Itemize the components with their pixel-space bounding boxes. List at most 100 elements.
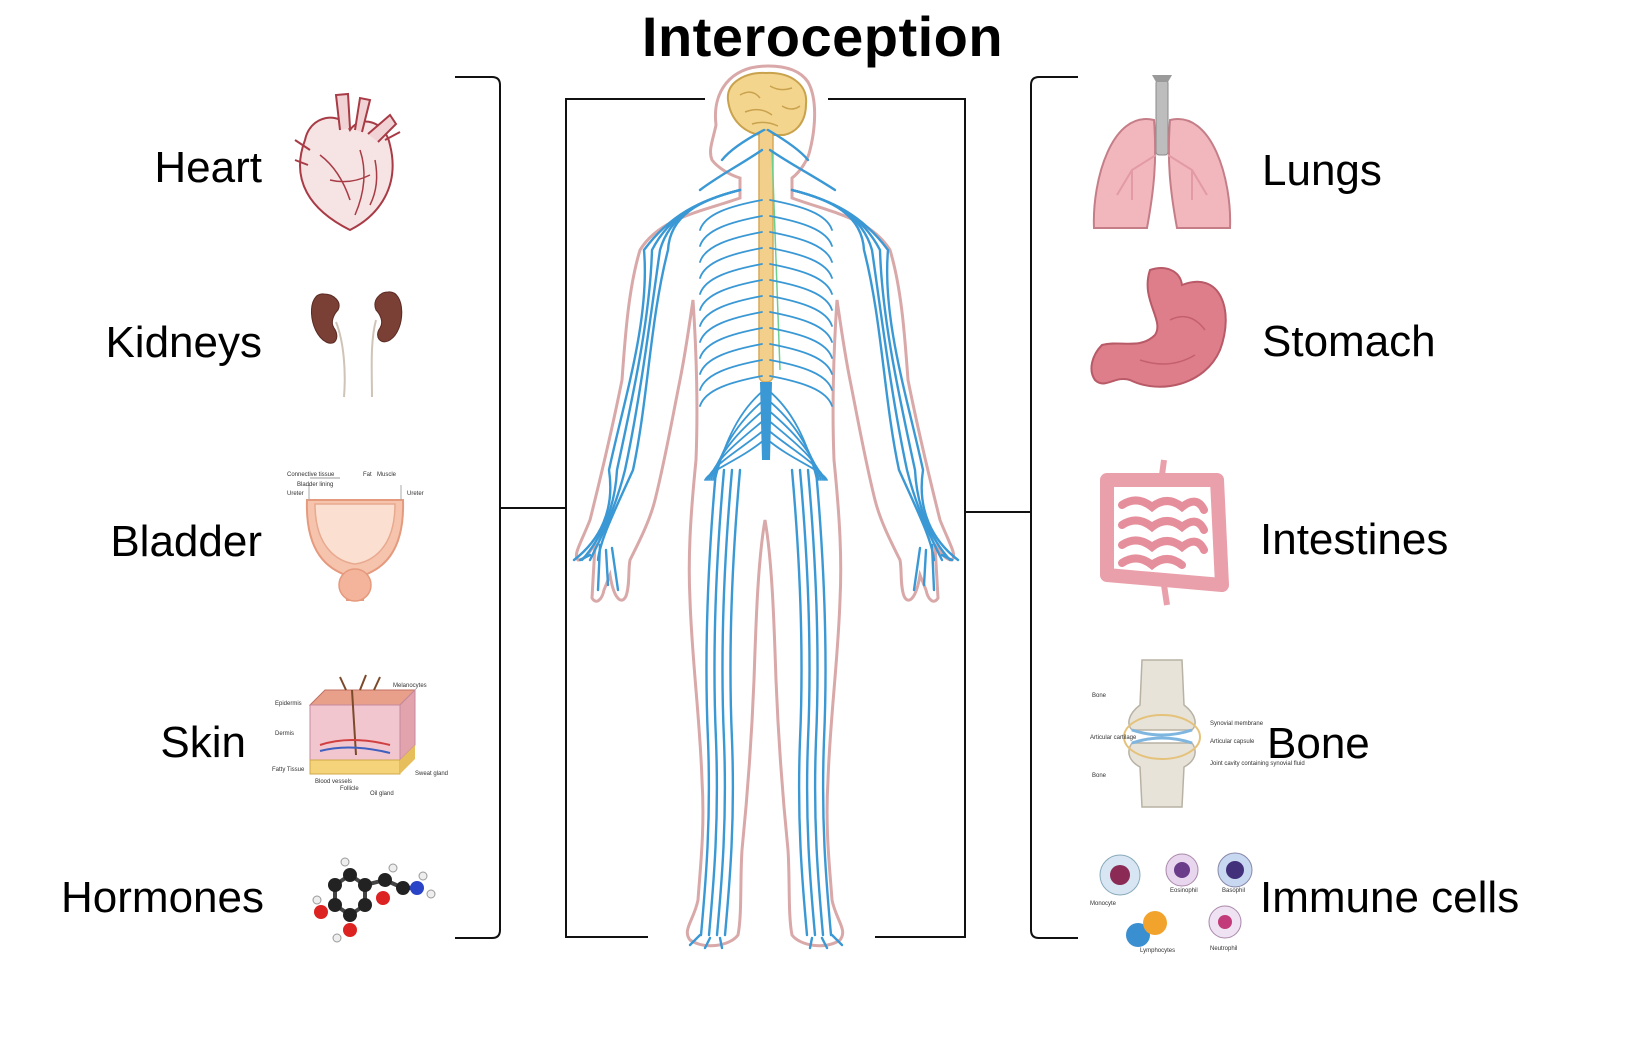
bladder-label-connective-tissue: Connective tissue — [287, 472, 335, 478]
label-intestines: Intestines — [1260, 515, 1449, 564]
skin-label-blood-vessels: Blood vessels — [315, 779, 352, 785]
cell-label-neutrophil: Neutrophil — [1210, 946, 1237, 952]
nerve-path — [769, 231, 833, 263]
nerve-path — [767, 439, 828, 481]
nerve-path — [703, 936, 712, 950]
immune-cells-icon: Monocyte Eosinophil Basophil Lymphocytes… — [1090, 852, 1253, 954]
nerve-path — [699, 327, 763, 359]
nerve-path — [798, 468, 817, 937]
label-bone: Bone — [1267, 719, 1370, 768]
bladder-label-muscle: Muscle — [377, 472, 397, 478]
bladder-icon: Connective tissue Fat Muscle Bladder lin… — [287, 472, 424, 602]
label-lungs: Lungs — [1262, 146, 1382, 195]
nerve-path — [596, 188, 742, 562]
bladder-label-fat: Fat — [363, 472, 372, 478]
nerve-path — [808, 936, 814, 950]
nerve-path — [767, 389, 818, 481]
nerve-path — [769, 295, 833, 327]
nerve-path — [922, 548, 928, 587]
nerve-path — [699, 215, 763, 247]
nerve-path — [604, 548, 610, 587]
nervous-system-figure — [572, 64, 960, 950]
nerve-path — [766, 128, 810, 162]
nerve-path — [940, 553, 954, 562]
nerve-path — [814, 468, 833, 937]
kidneys-icon — [311, 291, 403, 398]
bone-label-bone-bottom: Bone — [1092, 773, 1107, 779]
skin-label-fatty-tissue: Fatty Tissue — [272, 767, 305, 773]
brain — [726, 71, 808, 136]
nerve-path — [578, 553, 592, 562]
nerve-path — [930, 543, 936, 592]
nerve-path — [596, 543, 602, 592]
nerve-path — [790, 188, 960, 562]
cell-label-basophil: Basophil — [1222, 888, 1245, 894]
nerve-path — [769, 311, 833, 343]
nerve-path — [790, 188, 936, 562]
nerve-path — [806, 468, 825, 937]
lymphocyte-cell-2 — [1143, 911, 1167, 935]
nerve-path — [769, 359, 833, 391]
nerve-path — [688, 933, 702, 947]
stomach-icon — [1090, 267, 1227, 388]
nerve-path — [698, 148, 764, 192]
bone-label-joint-cavity: Joint cavity containing synovial fluid — [1210, 761, 1305, 767]
bone-label-capsule: Articular capsule — [1210, 739, 1255, 745]
intestines-icon — [1100, 459, 1229, 606]
nerve-path — [720, 128, 766, 162]
diagram-title: Interoception — [641, 5, 1004, 68]
label-heart: Heart — [154, 143, 262, 192]
right-bracket — [965, 76, 1078, 939]
label-hormones: Hormones — [61, 873, 264, 922]
nerve-path — [714, 389, 765, 481]
nerve-path — [820, 936, 829, 950]
nerve-path — [699, 231, 763, 263]
label-immune-cells: Immune cells — [1260, 873, 1520, 922]
skin-label-follicle: Follicle — [340, 786, 359, 792]
left-bracket — [455, 76, 565, 939]
center-frame — [565, 98, 966, 938]
nerve-path — [572, 188, 742, 562]
cell-label-lymphocytes: Lymphocytes — [1140, 948, 1175, 954]
nerve-path — [769, 263, 833, 295]
nerve-path — [699, 375, 763, 407]
lymphocyte-cell — [1126, 923, 1150, 947]
skin-label-oil-gland: Oil gland — [370, 791, 394, 797]
nerve-path — [699, 199, 763, 231]
skin-label-epidermis: Epidermis — [275, 701, 302, 707]
bone-joint-icon: Bone Articular cartilage Bone Synovial m… — [1090, 659, 1305, 808]
nerve-path — [723, 468, 742, 937]
bladder-label-ureter-left: Ureter — [287, 491, 304, 497]
nerve-path — [769, 279, 833, 311]
heart-icon — [294, 92, 401, 232]
skin-label-sweat-gland: Sweat gland — [415, 771, 448, 777]
label-kidneys: Kidneys — [105, 318, 262, 367]
nerve-path — [699, 311, 763, 343]
nerve-path — [769, 215, 833, 247]
nerve-path — [699, 295, 763, 327]
nerve-path — [699, 263, 763, 295]
nerve-path — [718, 936, 724, 950]
cell-label-monocyte: Monocyte — [1090, 901, 1117, 907]
nerve-path — [699, 247, 763, 279]
nerve-path — [768, 148, 837, 192]
nerve-path — [610, 546, 620, 592]
hormone-molecule-icon — [312, 857, 436, 943]
lungs-icon — [1092, 75, 1232, 229]
nerve-path — [699, 359, 763, 391]
nerve-path — [707, 468, 726, 937]
bone-label-cartilage: Articular cartilage — [1090, 735, 1137, 741]
skin-label-dermis: Dermis — [275, 731, 294, 737]
nerve-path — [699, 468, 718, 937]
nerve-path — [912, 546, 922, 592]
nerve-path — [715, 468, 734, 937]
label-bladder: Bladder — [110, 517, 262, 566]
bladder-label-ureter-right: Ureter — [407, 491, 424, 497]
nerve-path — [790, 468, 809, 937]
nerve-path — [830, 933, 844, 947]
nerve-path — [704, 439, 765, 481]
nerve-path — [769, 199, 833, 231]
nerve-path — [769, 375, 833, 407]
skin-label-melanocytes: Melanocytes — [393, 683, 427, 689]
